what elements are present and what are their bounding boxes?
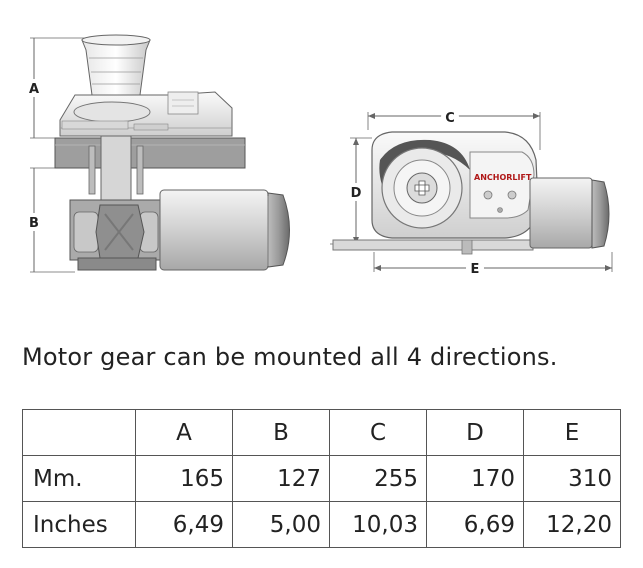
cell-mm-b: 127	[232, 455, 330, 502]
dimension-d-label: D	[351, 186, 362, 201]
cell-mm-c: 255	[329, 455, 427, 502]
top-view: C D E ANCHORLIFT	[330, 108, 613, 277]
table-row-mm: Mm. 165 127 255 170 310	[22, 455, 621, 502]
header-c: C	[329, 409, 427, 456]
cell-inches-a: 6,49	[135, 501, 233, 548]
dimension-c-label: C	[445, 111, 455, 126]
dimensions-table: A B C D E Mm. 165 127 255 170 310 Inches…	[22, 409, 621, 548]
cell-mm-a: 165	[135, 455, 233, 502]
side-view: A B	[25, 34, 290, 273]
dimension-e-label: E	[471, 262, 480, 277]
brand-logo-text: ANCHORLIFT	[474, 173, 532, 182]
mounting-caption: Motor gear can be mounted all 4 directio…	[22, 343, 558, 371]
cell-inches-c: 10,03	[329, 501, 427, 548]
cell-inches-d: 6,69	[426, 501, 524, 548]
dimension-b-label: B	[29, 216, 39, 231]
cell-mm-e: 310	[523, 455, 621, 502]
table-row-inches: Inches 6,49 5,00 10,03 6,69 12,20	[22, 501, 621, 548]
row-label-mm: Mm.	[22, 455, 136, 502]
header-d: D	[426, 409, 524, 456]
table-header-row: A B C D E	[22, 409, 621, 456]
header-b: B	[232, 409, 330, 456]
header-a: A	[135, 409, 233, 456]
dimension-a-label: A	[29, 82, 39, 97]
row-label-inches: Inches	[22, 501, 136, 548]
cell-inches-e: 12,20	[523, 501, 621, 548]
cell-inches-b: 5,00	[232, 501, 330, 548]
cell-mm-d: 170	[426, 455, 524, 502]
header-e: E	[523, 409, 621, 456]
windlass-dimension-drawing: A B	[25, 34, 613, 277]
header-empty-cell	[22, 409, 136, 456]
